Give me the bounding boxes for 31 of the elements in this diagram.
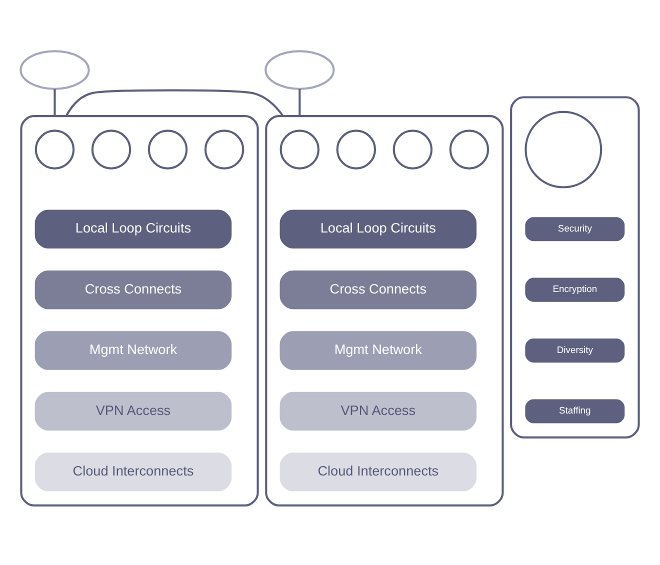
cluster	[510, 96, 640, 438]
node-box: VPN Access	[34, 392, 232, 431]
node-box: VPN Access	[280, 392, 477, 431]
connector	[65, 89, 284, 117]
node-cloud	[264, 50, 335, 90]
node-circle	[148, 130, 188, 170]
node-box: Cross Connects	[34, 270, 232, 310]
node-circle	[336, 130, 376, 170]
connector	[298, 89, 301, 116]
cluster	[20, 115, 259, 506]
node-box: Encryption	[525, 278, 625, 302]
node-circle	[449, 130, 490, 170]
node-box: Local Loop Circuits	[34, 210, 232, 248]
node-box: Security	[525, 217, 625, 242]
connector	[54, 89, 56, 116]
cluster	[265, 115, 504, 506]
node-circle	[524, 110, 602, 188]
node-box: Cloud Interconnects	[34, 452, 232, 492]
node-box: Cloud Interconnects	[280, 452, 477, 492]
node-box: Mgmt Network	[34, 331, 232, 370]
node-circle	[280, 130, 320, 170]
node-box: Mgmt Network	[280, 331, 477, 370]
node-box: Local Loop Circuits	[280, 210, 477, 248]
node-circle	[91, 130, 132, 170]
node-box: Cross Connects	[280, 270, 477, 310]
node-box: Staffing	[525, 399, 625, 424]
node-circle	[392, 130, 433, 170]
node-box: Diversity	[525, 338, 625, 363]
node-circle	[204, 130, 244, 170]
node-circle	[34, 130, 75, 170]
node-cloud	[20, 50, 90, 90]
